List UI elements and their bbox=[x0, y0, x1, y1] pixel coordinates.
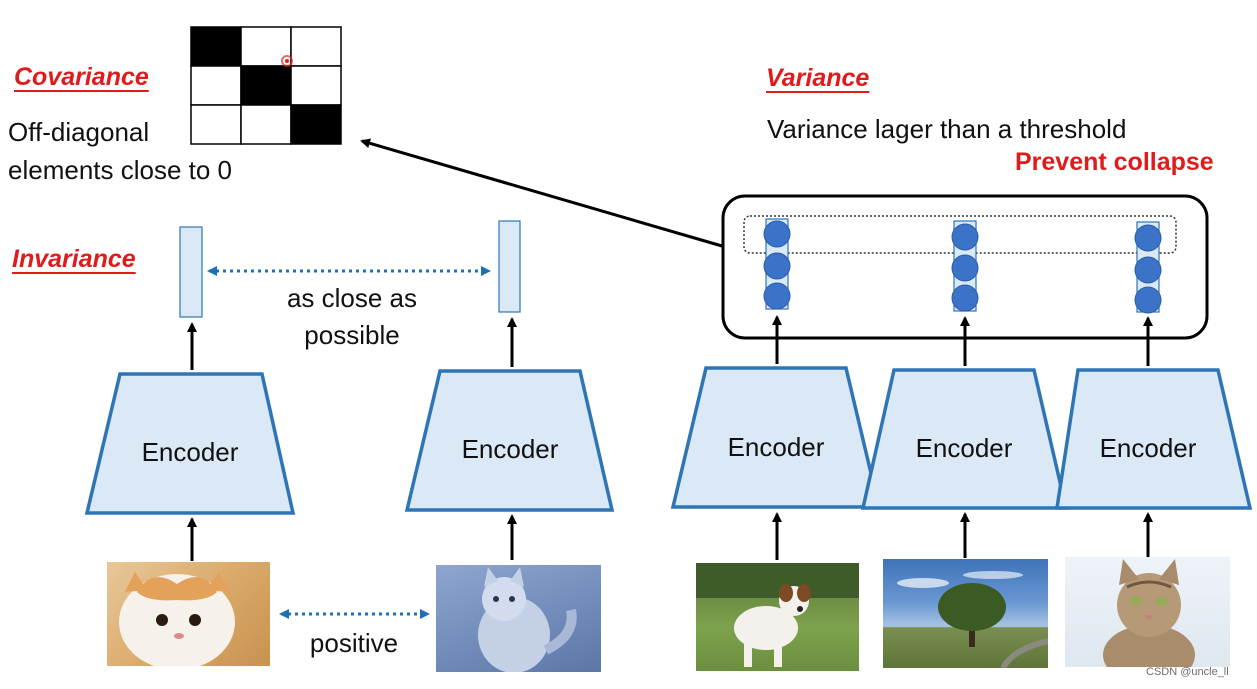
encoder-2-label: Encoder bbox=[462, 434, 559, 464]
invariance-caption-line-1: as close as bbox=[286, 283, 418, 313]
covariance-description-line-2: elements close to 0 bbox=[8, 155, 233, 185]
watermark: CSDN @uncle_ll bbox=[1146, 666, 1229, 678]
encoder-3-label: Encoder bbox=[728, 432, 825, 462]
embedding-column-3 bbox=[1134, 221, 1162, 314]
image-dog bbox=[696, 563, 859, 671]
embedding-column-1 bbox=[763, 218, 791, 310]
image-tree bbox=[883, 559, 1048, 668]
embedding-node bbox=[1134, 224, 1162, 252]
embedding-node bbox=[763, 282, 791, 310]
encoder-5-label: Encoder bbox=[1100, 433, 1197, 463]
cursor-dot bbox=[285, 59, 289, 63]
embedding-vector-left bbox=[179, 226, 203, 318]
encoder-5 bbox=[1054, 368, 1253, 510]
variance-title: Variance bbox=[766, 64, 870, 92]
embedding-node bbox=[763, 252, 791, 280]
matrix-cell bbox=[190, 104, 242, 145]
embedding-vector-right bbox=[498, 220, 521, 313]
arrow-variance-to-covariance bbox=[360, 138, 723, 248]
image-cat-blue bbox=[436, 565, 601, 672]
encoder-1-label: Encoder bbox=[142, 437, 239, 467]
image-cat-orange bbox=[107, 562, 270, 666]
cursor-highlight bbox=[281, 55, 293, 67]
prevent-collapse-label: Prevent collapse bbox=[1015, 148, 1214, 176]
embedding-node bbox=[951, 254, 979, 282]
encoder-4-label: Encoder bbox=[916, 433, 1013, 463]
covariance-description-line-1: Off-diagonal bbox=[8, 117, 150, 147]
encoder-2 bbox=[404, 369, 615, 512]
covariance-matrix bbox=[190, 26, 342, 145]
embedding-column-2 bbox=[951, 220, 979, 312]
invariance-caption-line-2: possible bbox=[304, 320, 400, 350]
embedding-node bbox=[763, 220, 791, 248]
encoder-1 bbox=[84, 372, 296, 515]
embedding-node bbox=[1134, 286, 1162, 314]
matrix-cell bbox=[290, 104, 342, 145]
invariance-title: Invariance bbox=[12, 245, 136, 273]
covariance-title: Covariance bbox=[14, 63, 149, 91]
variance-group-box bbox=[721, 194, 1209, 340]
positive-pair-caption: positive bbox=[309, 628, 399, 658]
variance-description: Variance lager than a threshold bbox=[767, 114, 1127, 144]
image-tabby bbox=[1065, 557, 1230, 667]
embedding-node bbox=[951, 223, 979, 251]
embedding-node bbox=[951, 284, 979, 312]
embedding-node bbox=[1134, 256, 1162, 284]
